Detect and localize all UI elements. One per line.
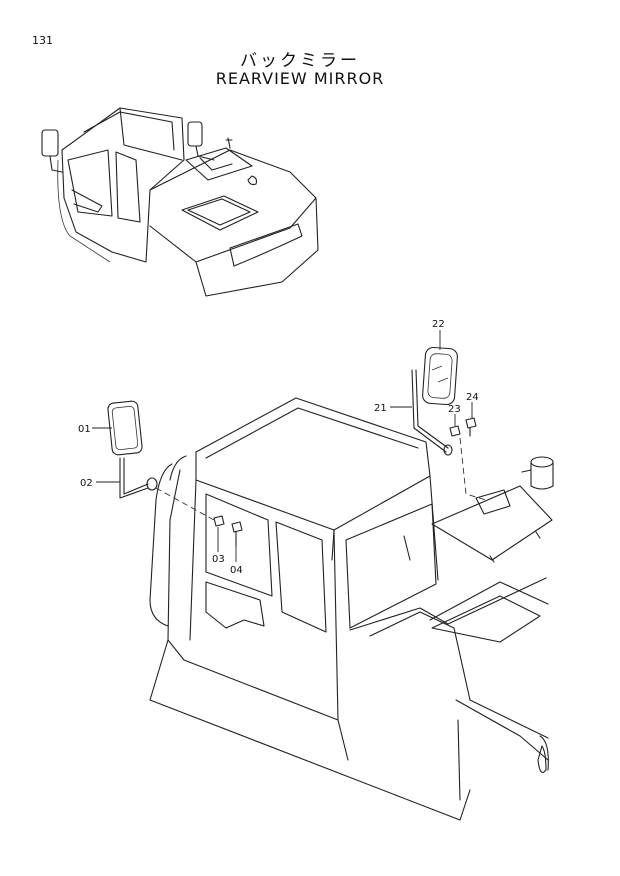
part-02-stay bbox=[119, 457, 158, 499]
callout-02: 02 bbox=[80, 478, 93, 489]
callout-24: 24 bbox=[466, 392, 479, 403]
callout-23: 23 bbox=[448, 404, 461, 415]
page-number: 131 bbox=[32, 34, 53, 47]
page-title-english: REARVIEW MIRROR bbox=[215, 69, 385, 88]
part-22-mirror bbox=[422, 346, 458, 406]
callout-03: 03 bbox=[212, 554, 225, 565]
callout-21: 21 bbox=[374, 403, 387, 414]
part-03-nut bbox=[213, 515, 225, 527]
part-04-bolt bbox=[231, 521, 243, 547]
assembly-line-right bbox=[459, 437, 487, 501]
assembly-line-left bbox=[155, 487, 215, 521]
detail-cab-illustration bbox=[149, 397, 554, 821]
part-23-nut bbox=[449, 425, 461, 437]
callout-04: 04 bbox=[230, 565, 243, 576]
overview-machine-illustration bbox=[41, 107, 319, 297]
part-01-mirror bbox=[107, 400, 143, 456]
part-21-stay bbox=[411, 369, 453, 456]
part-24-bolt bbox=[465, 417, 477, 437]
callout-22: 22 bbox=[432, 319, 445, 330]
page-title-japanese: バックミラー bbox=[240, 51, 360, 71]
callout-01: 01 bbox=[78, 424, 91, 435]
